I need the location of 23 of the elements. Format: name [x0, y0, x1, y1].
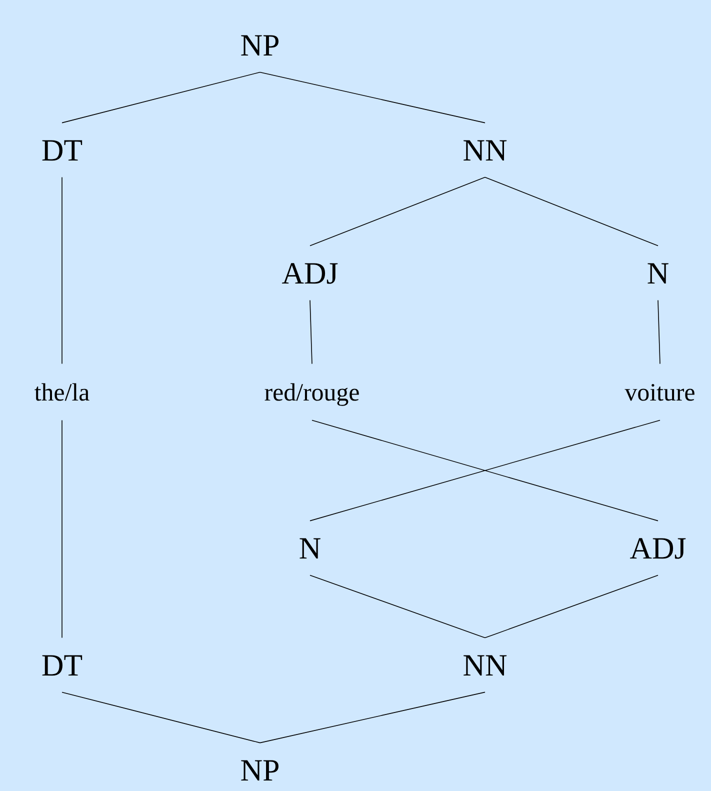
word-label: voiture [624, 384, 694, 401]
tree-branch [310, 176, 486, 246]
tree-branch [62, 72, 260, 124]
category-label: DT [42, 655, 82, 676]
tree-branch [310, 300, 312, 364]
category-label: DT [42, 140, 82, 161]
category-label: NP [241, 760, 278, 780]
tree-branch [260, 72, 486, 124]
tree-branch [484, 176, 658, 246]
category-label: N [648, 263, 668, 284]
category-label: NN [464, 655, 507, 676]
category-label: ADJ [282, 263, 338, 284]
category-label: NP [241, 35, 278, 56]
category-label: N [300, 538, 320, 558]
tree-branch [62, 692, 260, 744]
tree-branch [310, 574, 486, 638]
tree-branch [658, 300, 660, 364]
word-label: the/la [34, 383, 90, 401]
word-label: red/rouge [264, 383, 359, 406]
category-label: NN [464, 140, 507, 160]
category-label: ADJ [630, 538, 686, 559]
tree-branch [260, 692, 486, 744]
tree-branch [484, 574, 658, 638]
